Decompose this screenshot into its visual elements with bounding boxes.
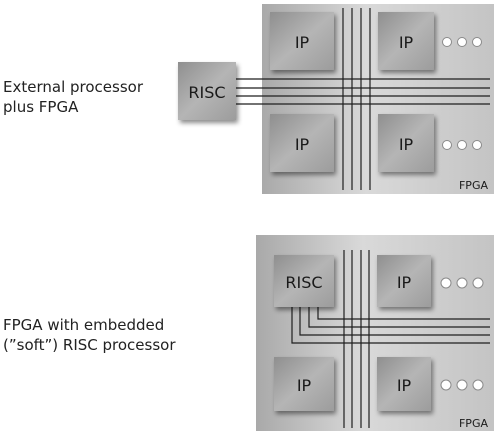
diagram2-horizontal-bus: [291, 305, 490, 344]
diagram1-ip-block: IP: [378, 12, 434, 70]
diagram1-caption-line1: External processor: [3, 78, 143, 96]
diagram1-ip-block: IP: [270, 12, 334, 70]
diagram1-caption: External processor plus FPGA: [3, 77, 143, 117]
diagram2-ip-block: IP: [377, 255, 431, 307]
diagram2-ip-block: IP: [274, 357, 334, 411]
diagram1-ip-block: IP: [378, 114, 434, 172]
diagram2-ip-label: IP: [297, 376, 312, 395]
diagram2-more-dots-bottom: [440, 379, 484, 391]
diagram2-fpga-label: FPGA: [459, 417, 488, 430]
diagram1-fpga-label: FPGA: [459, 179, 488, 192]
diagram1-vertical-bus: [342, 8, 371, 190]
diagram2-hbus-line: [299, 305, 490, 336]
diagram2-hbus-line: [291, 305, 490, 344]
diagram1-ip-block: IP: [270, 114, 334, 172]
diagram2-more-dots-top: [440, 277, 484, 289]
diagram2-ip-block: IP: [377, 357, 431, 411]
diagram2-caption: FPGA with embedded (”soft”) RISC process…: [3, 315, 176, 355]
diagram1-more-dots-bottom: [442, 140, 482, 150]
diagram2: RISC IP IP IP FPGA: [256, 235, 494, 431]
diagram2-risc-block: RISC: [274, 255, 334, 307]
diagram1-horizontal-bus: [236, 78, 490, 105]
diagram1: IP IP IP IP RISC FPGA: [178, 4, 494, 194]
diagram2-caption-line1: FPGA with embedded: [3, 316, 165, 334]
diagram2-ip-label: IP: [397, 273, 412, 292]
diagram2-ip-label: IP: [397, 376, 412, 395]
diagram1-risc-label: RISC: [188, 83, 225, 102]
diagram1-more-dots-top: [442, 37, 482, 47]
diagram1-risc-block: RISC: [178, 62, 236, 120]
diagram2-vertical-bus: [343, 250, 370, 428]
diagram1-ip-label: IP: [399, 135, 414, 154]
diagram2-caption-line2: (”soft”) RISC processor: [3, 336, 176, 354]
diagram1-ip-label: IP: [295, 135, 310, 154]
diagram2-hbus-line: [317, 305, 490, 320]
diagram2-risc-label: RISC: [285, 273, 322, 292]
diagram1-ip-label: IP: [295, 33, 310, 52]
diagram2-hbus-line: [308, 305, 490, 328]
diagram1-caption-line2: plus FPGA: [3, 98, 79, 116]
diagram1-ip-label: IP: [399, 33, 414, 52]
